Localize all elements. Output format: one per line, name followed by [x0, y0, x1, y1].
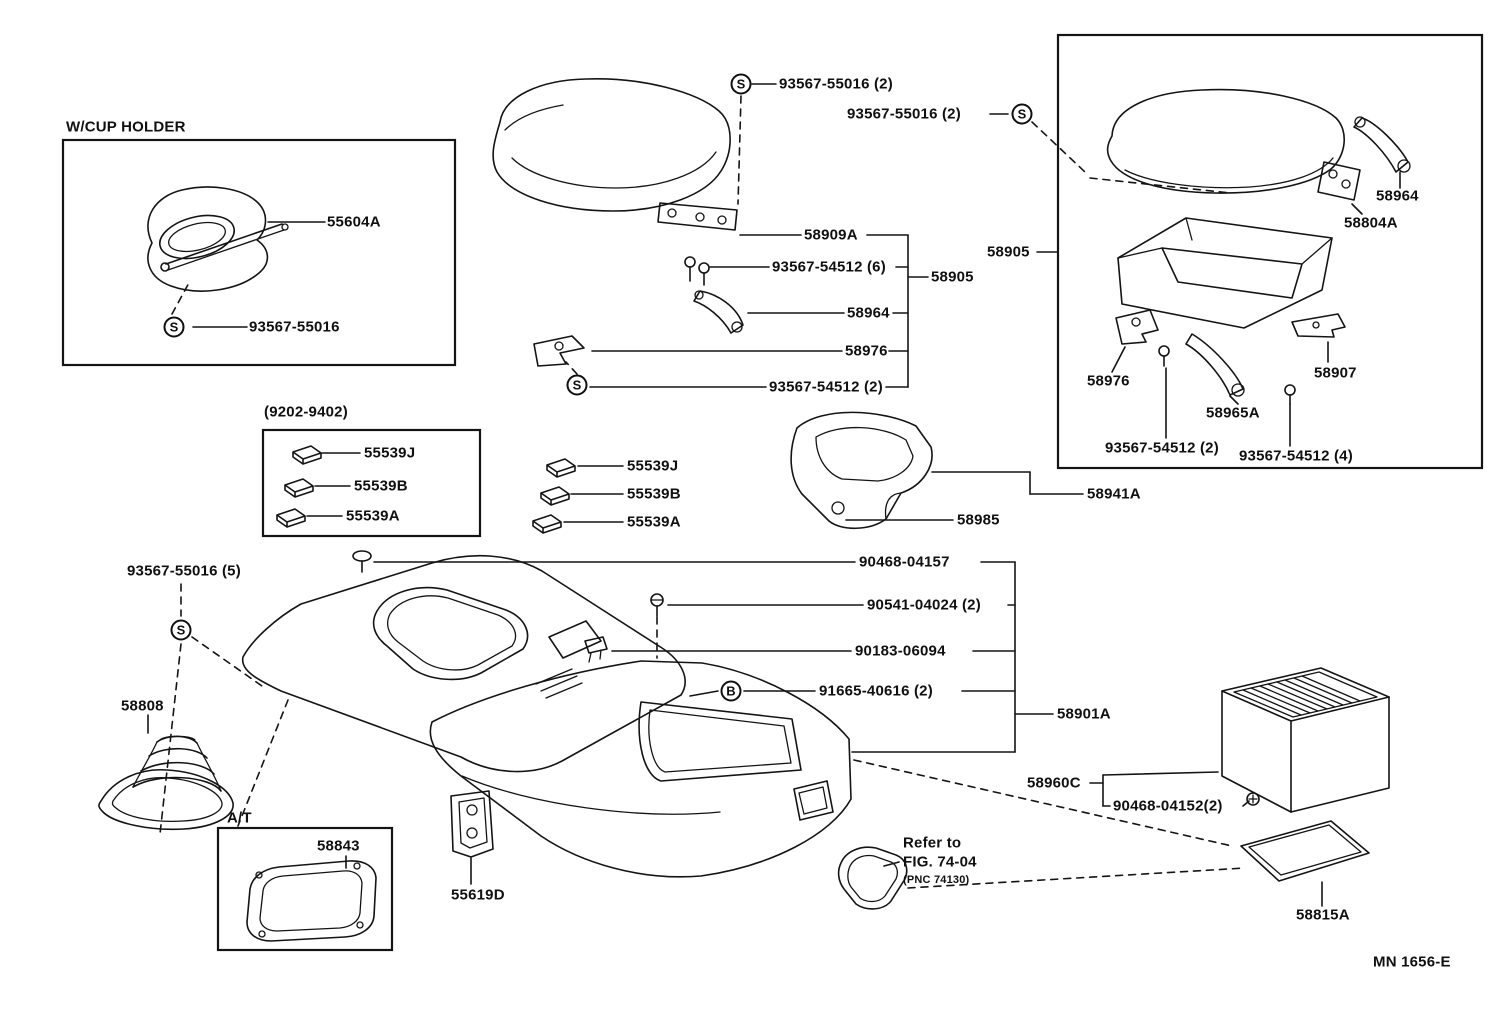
callout-s-circle-3: S — [566, 374, 588, 396]
at-plate-frame — [216, 826, 394, 952]
cup-holder-drawing — [147, 186, 289, 292]
part-label-58965A: 58965A — [1206, 404, 1260, 422]
leader-lines — [147, 83, 1401, 907]
rear-tray-drawing — [790, 411, 933, 530]
part-label-90468-04152-2: 90468-04152(2) — [1113, 797, 1223, 815]
part-label-58907: 58907 — [1314, 364, 1357, 382]
part-label-m-55539J: 55539J — [627, 457, 679, 475]
armrest-hinge-parts-drawing — [533, 202, 744, 367]
part-label-range-9202-9402: (9202-9402) — [264, 403, 348, 421]
part-label-58976-right: 58976 — [1087, 372, 1130, 390]
part-label-top-93567-55016-2: 93567-55016 (2) — [779, 75, 893, 93]
part-label-90468-04157: 90468-04157 — [859, 553, 950, 571]
storage-bin-drawing — [1221, 667, 1390, 813]
part-label-58985: 58985 — [957, 511, 1000, 529]
part-label-refer-line-1: Refer to — [903, 834, 962, 852]
part-label-58808: 58808 — [121, 697, 164, 715]
part-label-55619D: 55619D — [451, 886, 505, 904]
callout-s-circle-1: S — [730, 73, 752, 95]
part-label-b-55539B: 55539B — [354, 477, 408, 495]
part-label-90183-06094: 90183-06094 — [855, 642, 946, 660]
armrest-lid-drawing — [492, 78, 731, 212]
part-label-55604A: 55604A — [327, 213, 381, 231]
part-label-58804A: 58804A — [1344, 214, 1398, 232]
part-label-cup-93567-55016: 93567-55016 — [249, 318, 340, 336]
callout-s-circle-4: S — [170, 619, 192, 641]
part-label-58905-center: 58905 — [931, 268, 974, 286]
part-label-58843: 58843 — [317, 837, 360, 855]
part-label-58901A: 58901A — [1057, 705, 1111, 723]
part-label-doc-code: MN 1656-E — [1373, 953, 1451, 971]
shift-boot-drawing — [98, 735, 234, 831]
part-label-refer-line-3: (PNC 74130) — [903, 874, 970, 886]
part-label-r-93567-54512-2: 93567-54512 (2) — [1105, 439, 1219, 457]
console-rear-box-drawing — [1117, 217, 1333, 329]
part-label-at-title: A/T — [227, 809, 252, 827]
part-label-58976-center: 58976 — [845, 342, 888, 360]
part-label-b-55539A: 55539A — [346, 507, 400, 525]
part-label-58964-right: 58964 — [1376, 187, 1419, 205]
floor-mat-drawing — [1240, 820, 1370, 882]
frame-boxes — [61, 33, 1484, 952]
bracket-55619d-drawing — [450, 790, 494, 858]
part-label-l-93567-55016-5: 93567-55016 (5) — [127, 562, 241, 580]
console-fasteners-drawing — [352, 550, 664, 663]
callout-b-circle-5: B — [720, 680, 742, 702]
part-label-b-55539J: 55539J — [364, 444, 416, 462]
part-label-91665-40616-2: 91665-40616 (2) — [819, 682, 933, 700]
console-body-drawing — [241, 555, 852, 878]
part-label-58909A: 58909A — [804, 226, 858, 244]
pocket-lid-drawing — [837, 846, 908, 910]
clip-range-frame — [261, 428, 482, 538]
cup-holder-frame — [61, 138, 457, 367]
part-label-c-93567-54512-6: 93567-54512 (6) — [772, 258, 886, 276]
part-label-58815A: 58815A — [1296, 906, 1350, 924]
callout-s-circle-0: S — [163, 316, 185, 338]
part-label-m-55539B: 55539B — [627, 485, 681, 503]
part-label-refer-line-2: FIG. 74-04 — [903, 853, 977, 871]
callout-s-circle-2: S — [1011, 103, 1033, 125]
part-label-90541-04024-2: 90541-04024 (2) — [867, 596, 981, 614]
mounting-clips-drawing — [276, 445, 576, 534]
part-label-58960C: 58960C — [1027, 774, 1081, 792]
part-label-c-93567-54512-2: 93567-54512 (2) — [769, 378, 883, 396]
part-label-rb-93567-55016-2: 93567-55016 (2) — [847, 105, 961, 123]
part-label-r-93567-54512-4: 93567-54512 (4) — [1239, 447, 1353, 465]
armrest-lid-right-drawing — [1106, 88, 1345, 194]
part-label-m-55539A: 55539A — [627, 513, 681, 531]
part-label-58905-right: 58905 — [987, 243, 1030, 261]
part-label-wcup-title: W/CUP HOLDER — [66, 118, 186, 136]
part-label-58941A: 58941A — [1087, 485, 1141, 503]
right-box-small-parts-drawing — [1115, 116, 1411, 405]
part-label-58964-center: 58964 — [847, 304, 890, 322]
shift-plate-drawing — [246, 860, 377, 942]
